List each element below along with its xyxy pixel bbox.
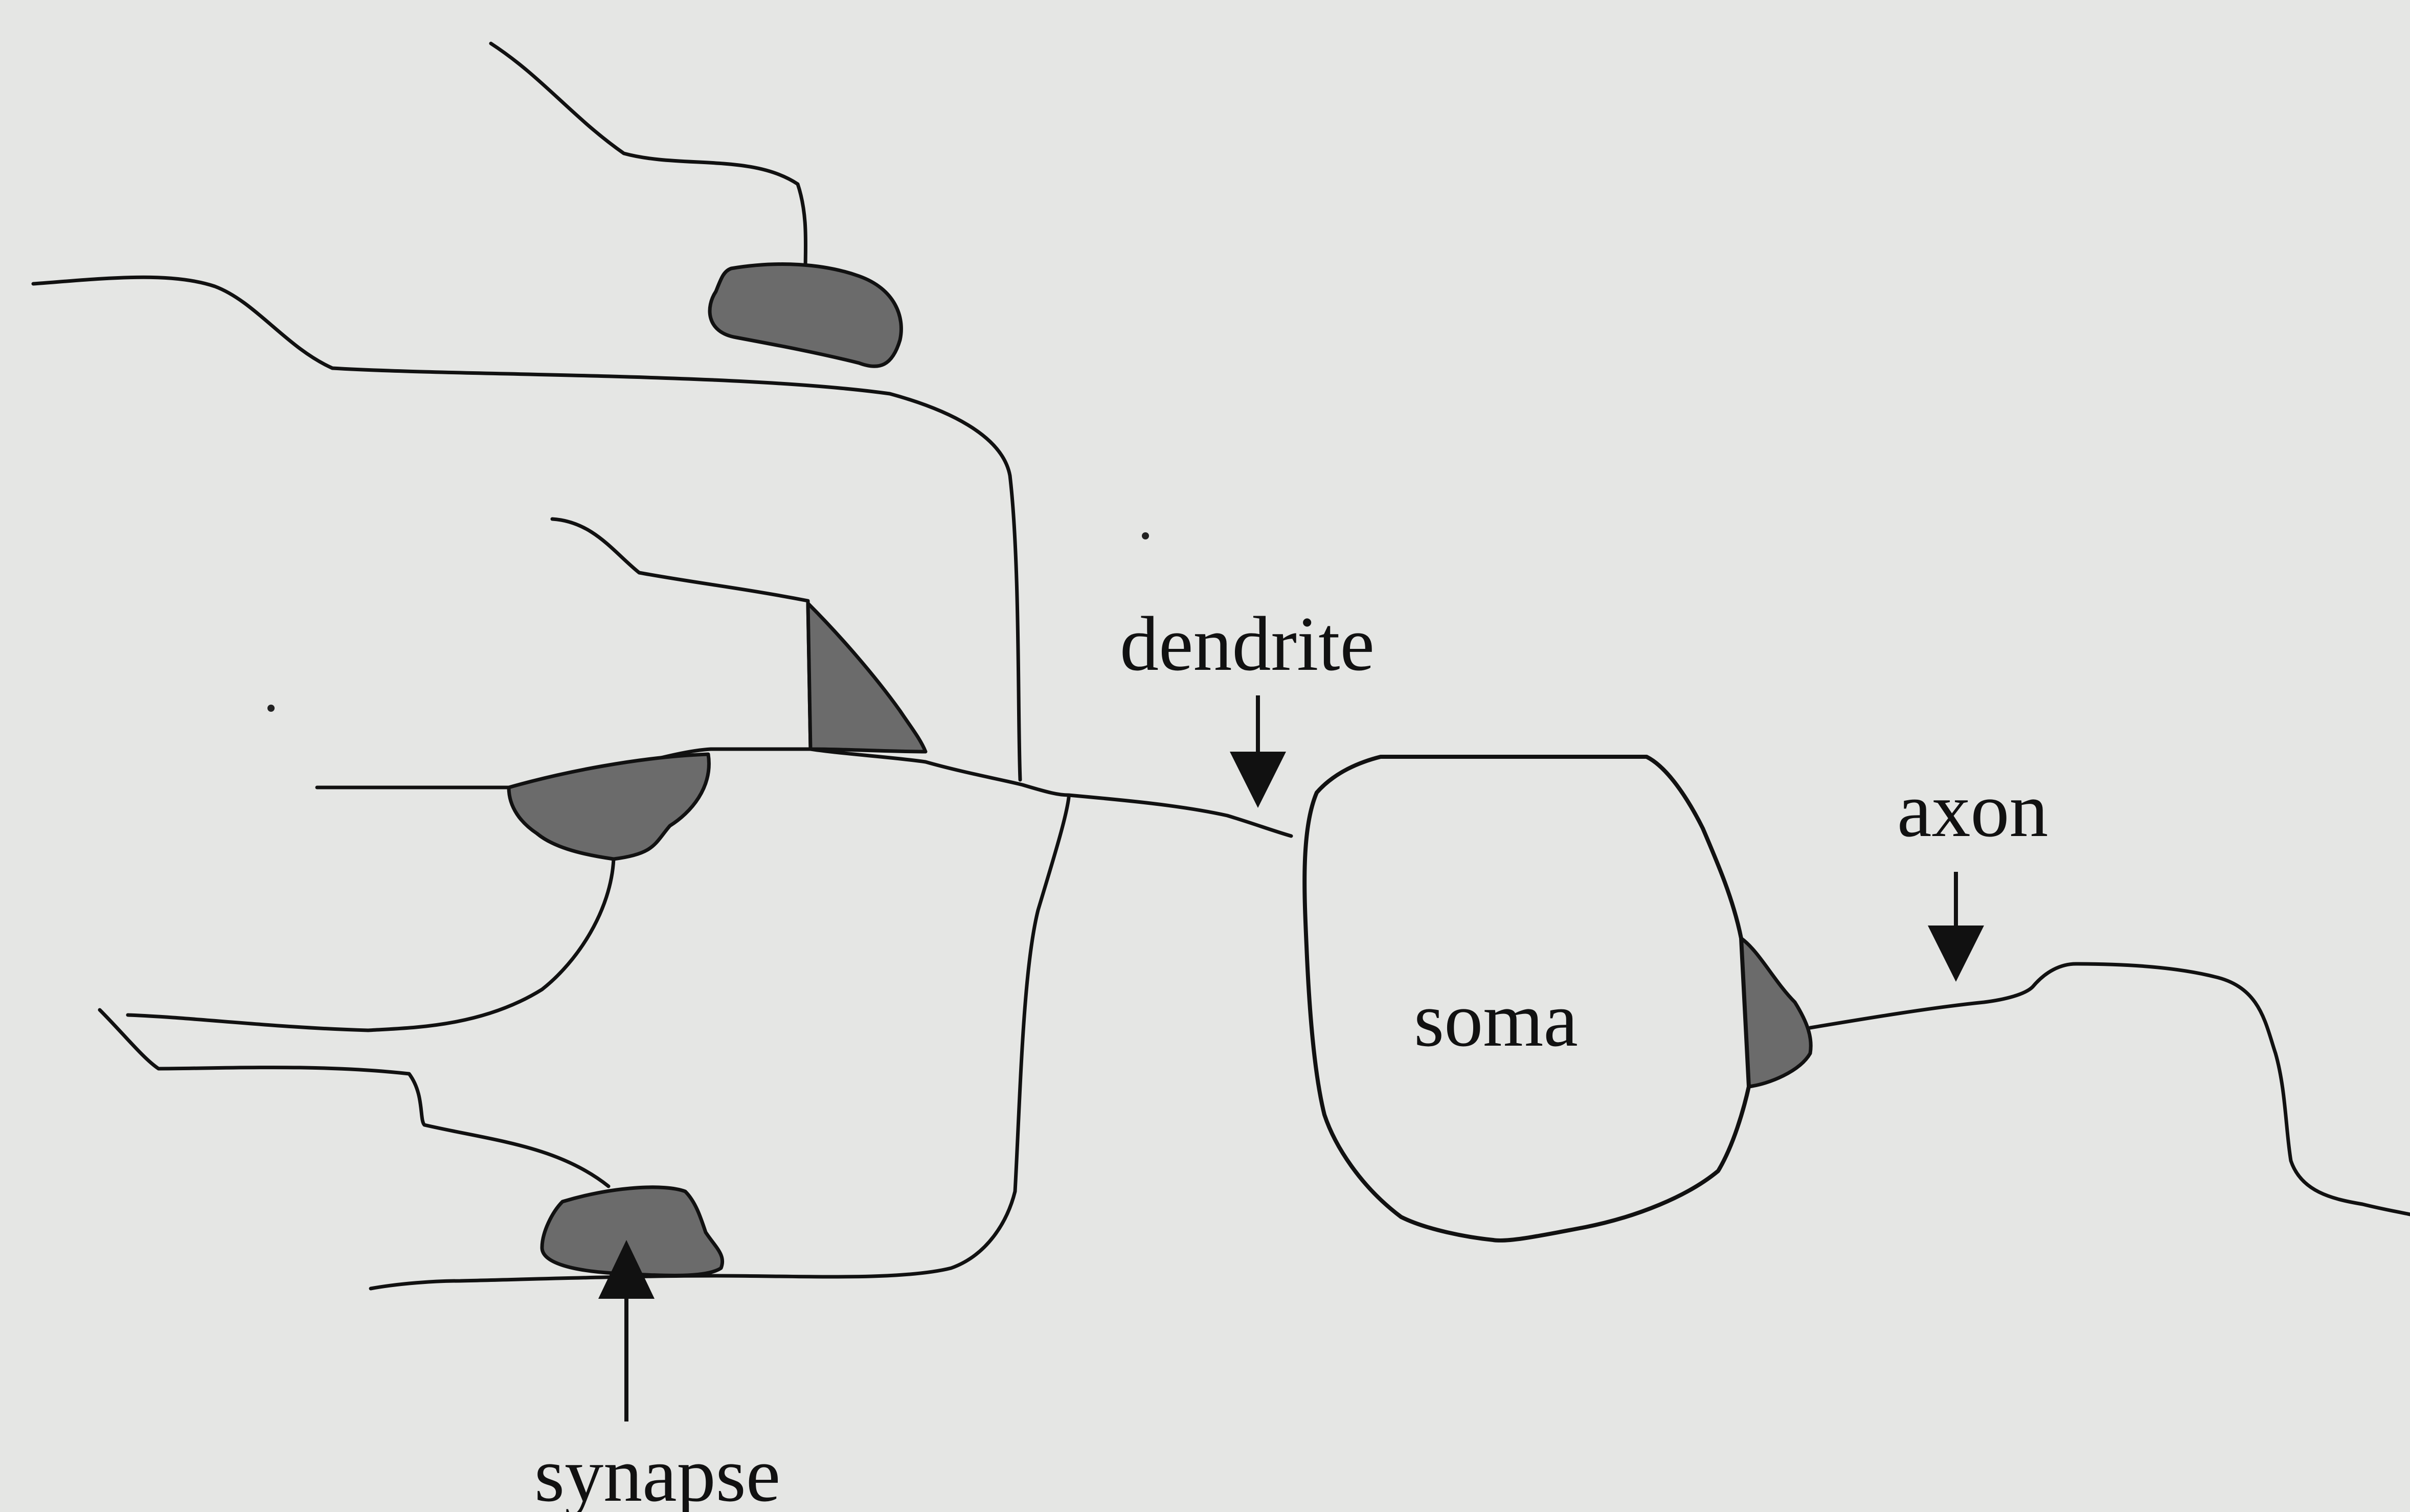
dendrite-arrow-head: [1230, 752, 1286, 808]
dendrite-branch-top: [491, 43, 806, 271]
dendrite-branch-synapse-middle: [128, 859, 614, 1030]
dendrite-branch-lower: [100, 1010, 609, 1186]
synapse-top: [710, 264, 901, 367]
axon-arrow-head: [1928, 926, 1984, 982]
dendrite-trunk-upper: [810, 749, 1069, 795]
dendrite-branch-bottom: [371, 798, 1069, 1289]
synapse-triangle: [808, 603, 926, 752]
soma-label: soma: [1414, 977, 1578, 1063]
dendrite-label: dendrite: [1120, 601, 1375, 687]
dendrite-branches: [33, 43, 1291, 1289]
synapses: [509, 264, 1811, 1276]
dendrite-branch-middle-upper: [552, 519, 810, 749]
synapse-middle: [509, 754, 709, 859]
stray-dot: [1142, 532, 1149, 539]
axon: [1810, 964, 2410, 1214]
synapse-axon-hillock: [1741, 938, 1811, 1087]
axon-label: axon: [1897, 767, 2048, 853]
synapse-label: synapse: [534, 1432, 780, 1512]
stray-dot: [267, 705, 275, 712]
